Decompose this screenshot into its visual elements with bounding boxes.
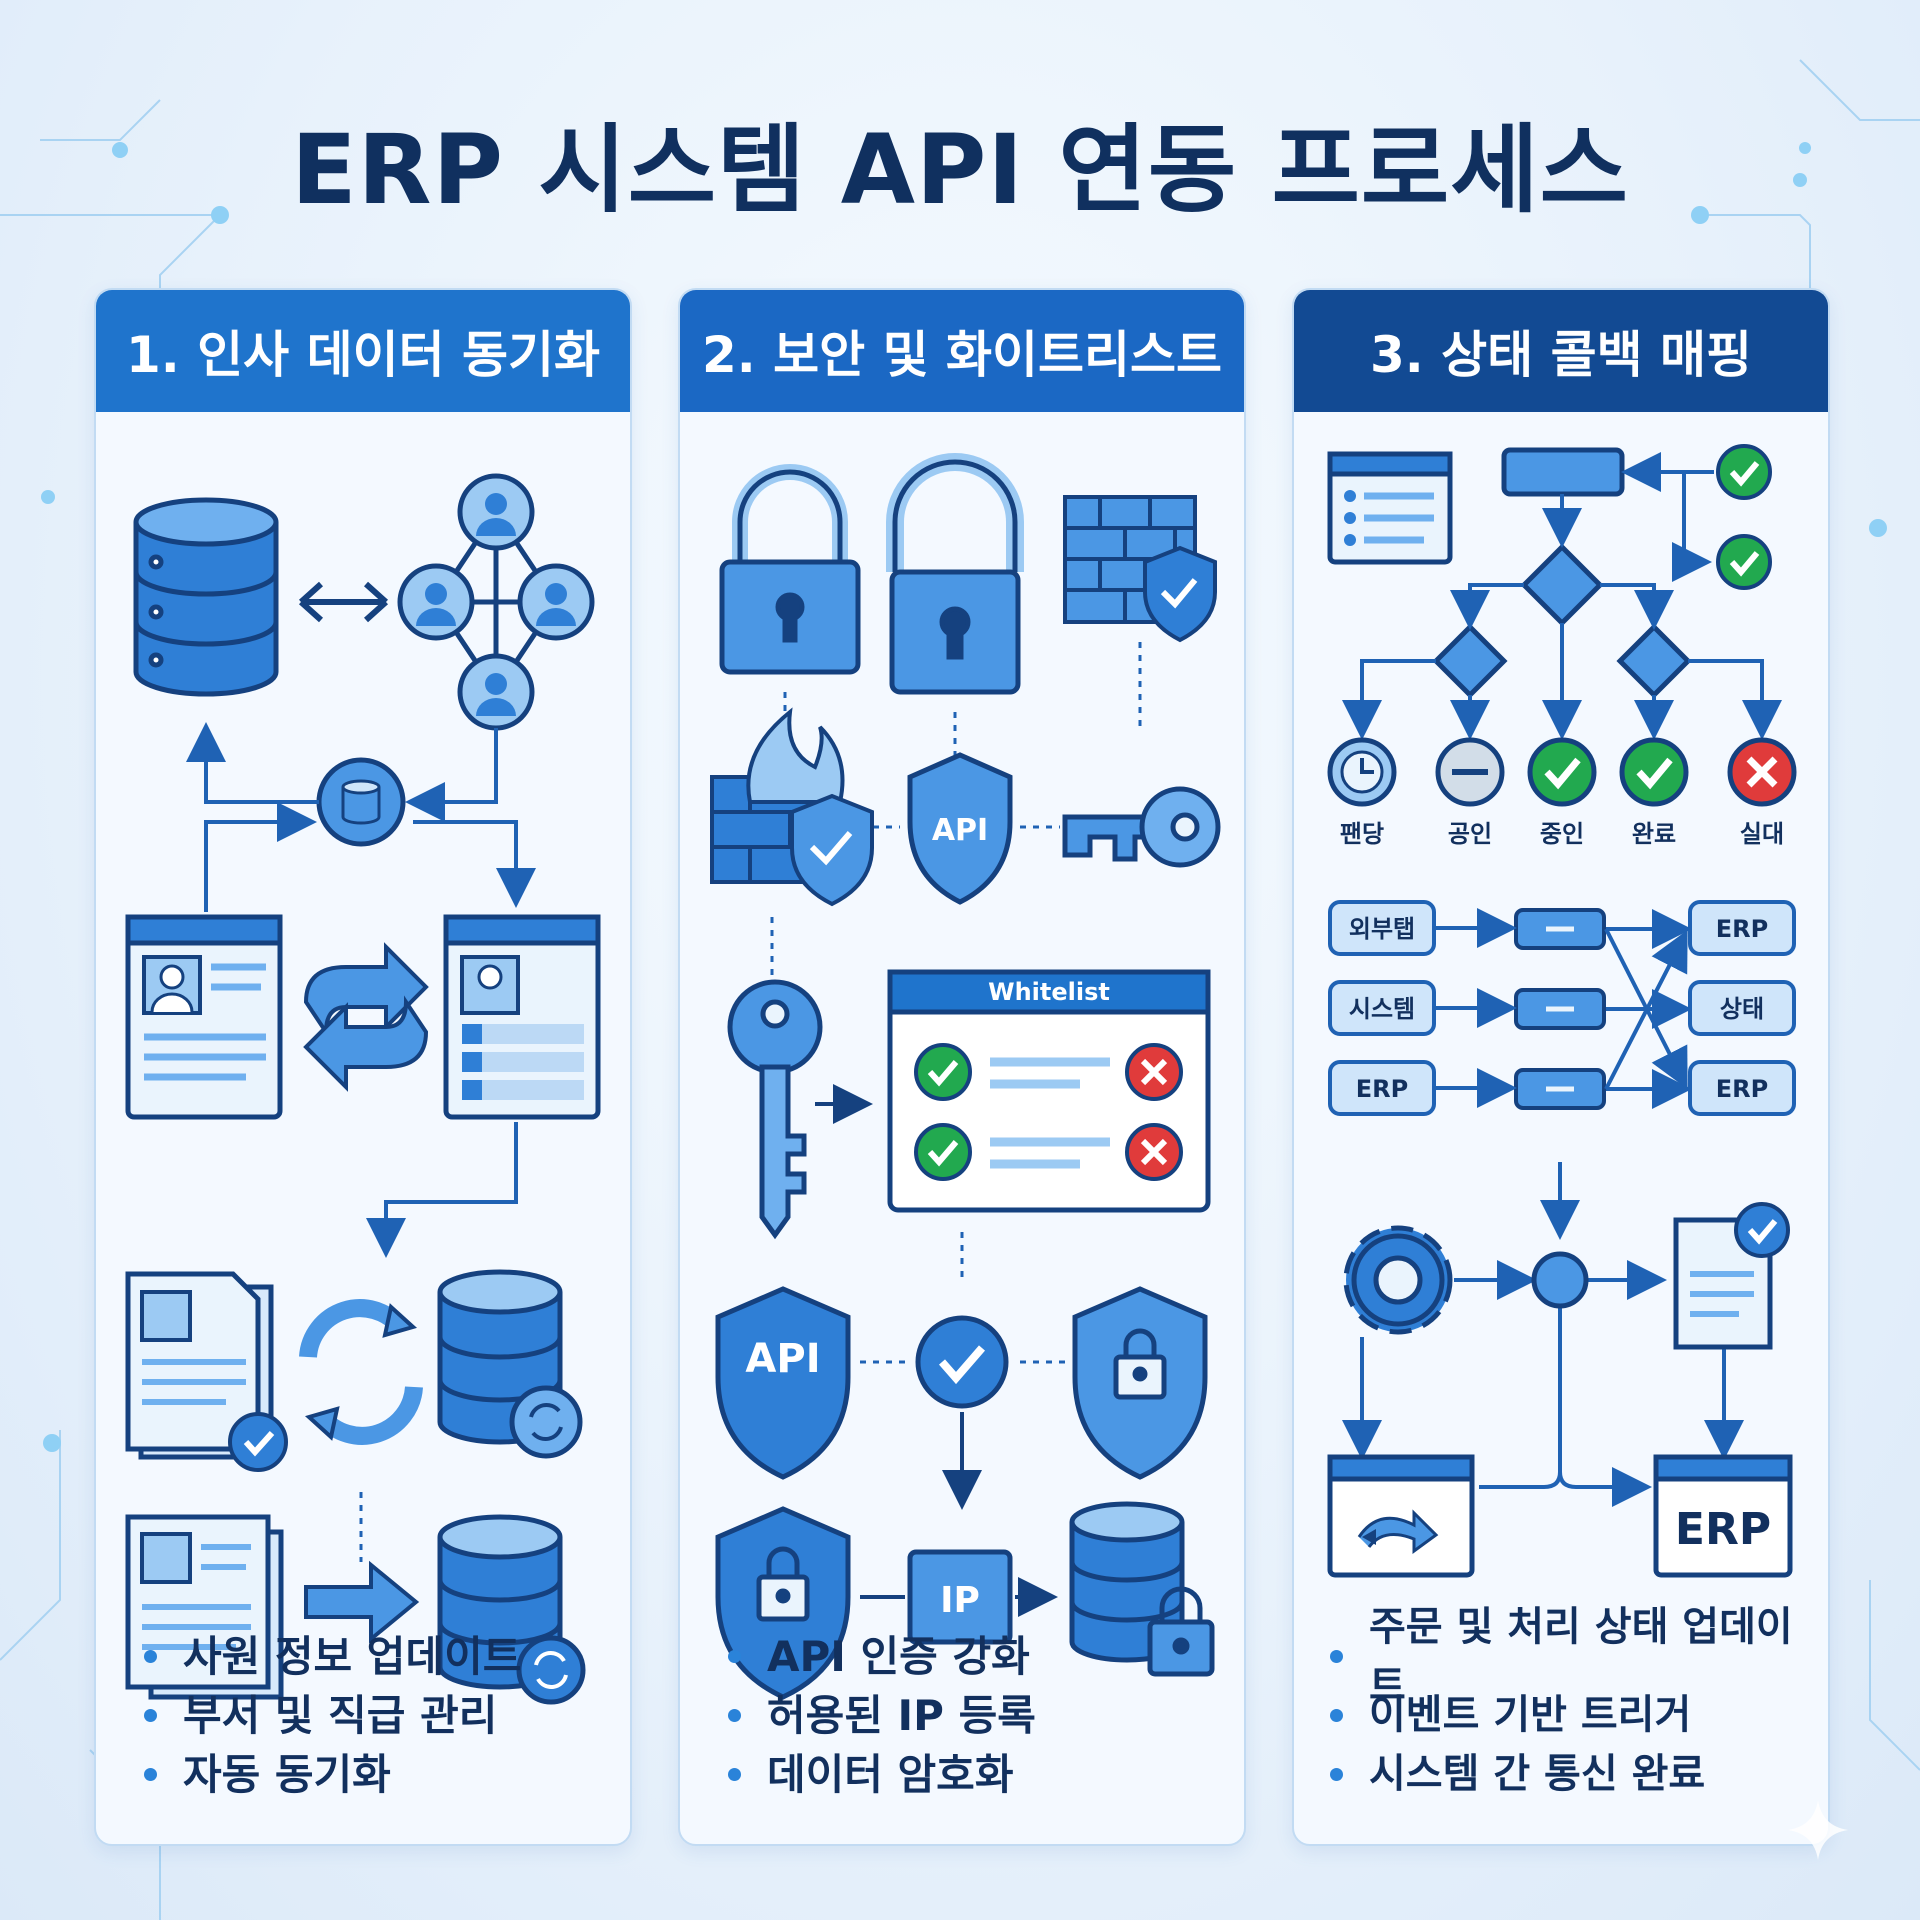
shield-lock-icon bbox=[1072, 1286, 1208, 1480]
panel-callback-mapping: 3. 상태 콜백 매핑 bbox=[1292, 288, 1830, 1846]
transfer-window-icon bbox=[1327, 1454, 1475, 1578]
panel-header: 2. 보안 및 화이트리스트 bbox=[680, 290, 1244, 412]
key-icon bbox=[727, 979, 823, 1240]
bullet-item: 이벤트 기반 트리거 bbox=[1330, 1686, 1828, 1745]
check-circle-icon bbox=[915, 1315, 1009, 1409]
bullet-list: 주문 및 처리 상태 업데이트 이벤트 기반 트리거 시스템 간 통신 완료 bbox=[1330, 1604, 1828, 1804]
status-neutral-icon bbox=[1435, 737, 1505, 807]
document-check-icon bbox=[1673, 1202, 1790, 1350]
panel-3-illustration: 팬당 공인 중인 완료 실대 bbox=[1327, 444, 1797, 1578]
database-icon bbox=[133, 497, 279, 697]
svg-text:Whitelist: Whitelist bbox=[988, 978, 1110, 1006]
lock-icon bbox=[886, 453, 1024, 695]
map-target-label: 상태 bbox=[1720, 995, 1764, 1023]
document-stack-icon bbox=[125, 1514, 284, 1700]
sync-icon bbox=[299, 1299, 423, 1445]
firewall-shield-icon bbox=[1063, 495, 1217, 643]
bullet-item: 부서 및 직급 관리 bbox=[144, 1686, 521, 1745]
svg-text:API: API bbox=[932, 813, 988, 848]
bullet-item: 사원 정보 업데이트 bbox=[144, 1627, 521, 1686]
map-source-label: 외부탭 bbox=[1349, 915, 1415, 943]
sparkle-icon bbox=[1788, 1800, 1848, 1860]
bullet-list: API 인증 강화 허용된 IP 등록 데이터 암호화 bbox=[728, 1627, 1036, 1804]
status-pending-icon bbox=[1327, 737, 1397, 807]
panel-header: 3. 상태 콜백 매핑 bbox=[1294, 290, 1828, 412]
list-window-icon bbox=[1327, 451, 1453, 565]
bullet-item: 허용된 IP 등록 bbox=[728, 1686, 1036, 1745]
status-label: 실대 bbox=[1740, 820, 1784, 848]
page-title: ERP 시스템 API 연동 프로세스 bbox=[291, 114, 1629, 226]
panel-1-illustration bbox=[125, 473, 601, 1705]
bullet-list: 사원 정보 업데이트 부서 및 직급 관리 자동 동기화 bbox=[144, 1627, 521, 1804]
profile-list-window-icon bbox=[443, 914, 601, 1120]
bullet-item: 데이터 암호화 bbox=[728, 1745, 1036, 1804]
arrow-right-icon bbox=[304, 1560, 420, 1644]
map-target-label: ERP bbox=[1716, 1075, 1768, 1103]
database-refresh-icon bbox=[437, 1514, 586, 1705]
profile-card-icon bbox=[125, 914, 283, 1120]
flowchart-icon bbox=[1432, 447, 1692, 699]
lock-icon bbox=[719, 464, 861, 675]
firewall-fire-icon bbox=[710, 707, 874, 907]
panel-2-illustration: API Whitelist bbox=[710, 453, 1221, 1700]
panel-security-whitelist: 2. 보안 및 화이트리스트 bbox=[678, 288, 1246, 1846]
bidirectional-arrow-icon bbox=[298, 581, 389, 623]
shield-lock-icon bbox=[715, 1506, 851, 1700]
map-source-label: 시스템 bbox=[1349, 995, 1415, 1023]
status-label: 공인 bbox=[1448, 820, 1492, 848]
panel-hr-sync: 1. 인사 데이터 동기화 bbox=[94, 288, 632, 1846]
status-failed-icon bbox=[1727, 737, 1797, 807]
map-source-label: ERP bbox=[1356, 1075, 1408, 1103]
whitelist-window: Whitelist bbox=[887, 969, 1211, 1213]
status-label: 중인 bbox=[1540, 820, 1584, 848]
ip-chip-icon: IP bbox=[907, 1549, 1013, 1645]
panel-header: 1. 인사 데이터 동기화 bbox=[96, 290, 630, 412]
check-circle-icon bbox=[1716, 444, 1772, 590]
bullet-item: 자동 동기화 bbox=[144, 1745, 521, 1804]
database-sync-icon bbox=[437, 1269, 583, 1459]
svg-text:ERP: ERP bbox=[1675, 1504, 1771, 1555]
api-shield-icon: API bbox=[715, 1286, 851, 1480]
svg-text:API: API bbox=[745, 1336, 820, 1382]
database-hub-icon bbox=[316, 757, 406, 847]
status-label: 팬당 bbox=[1340, 820, 1384, 848]
bullet-item: 시스템 간 통신 완료 bbox=[1330, 1745, 1828, 1804]
document-check-icon bbox=[125, 1271, 288, 1472]
map-target-label: ERP bbox=[1716, 915, 1768, 943]
erp-window-icon: ERP bbox=[1653, 1454, 1793, 1578]
status-label: 완료 bbox=[1632, 820, 1676, 848]
svg-text:IP: IP bbox=[940, 1580, 980, 1621]
bullet-item: 주문 및 처리 상태 업데이트 bbox=[1330, 1604, 1828, 1709]
gear-icon bbox=[1343, 1225, 1453, 1335]
bullet-item: API 인증 강화 bbox=[728, 1627, 1036, 1686]
transfer-arrows-icon bbox=[303, 942, 429, 1092]
mapping-diagram: 외부탭 시스템 ERP ERP 상태 ERP bbox=[1328, 900, 1796, 1116]
database-lock-icon bbox=[1069, 1501, 1215, 1677]
network-users-icon bbox=[397, 473, 595, 731]
key-icon bbox=[1062, 786, 1221, 868]
hub-node-icon bbox=[1531, 1251, 1589, 1309]
status-check-icon bbox=[1527, 737, 1689, 807]
api-shield-icon: API bbox=[907, 752, 1013, 905]
